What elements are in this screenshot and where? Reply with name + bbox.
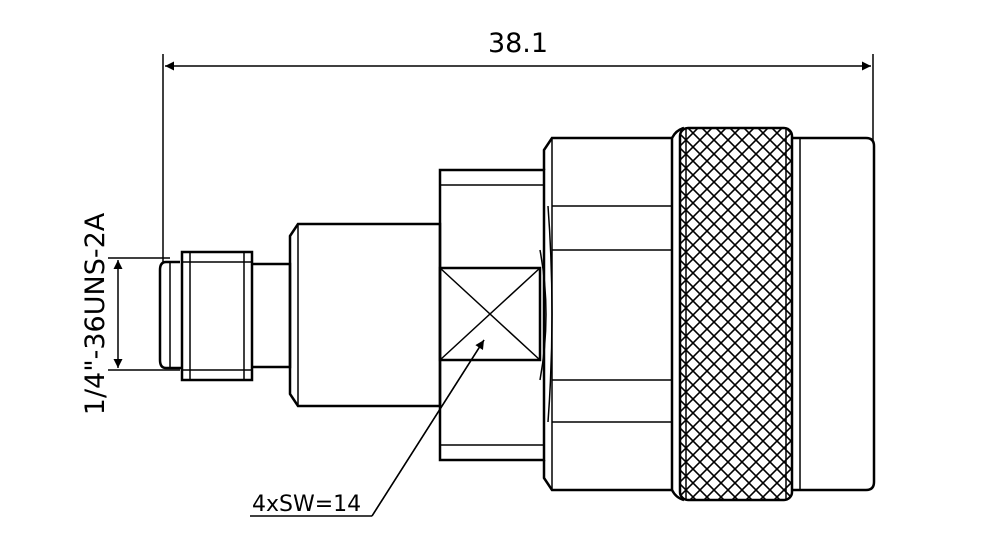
overall-length-dimension [162, 54, 874, 262]
coupling-nut [542, 136, 674, 492]
thread-nose [158, 250, 254, 382]
wrench-leader [250, 339, 485, 517]
rear-body [792, 136, 876, 492]
neck [252, 262, 292, 369]
knurled-ring [670, 126, 794, 502]
body-cylinder [288, 222, 442, 408]
thread-callout-label: 1/4"-36UNS-2A [80, 212, 111, 415]
wrench-callout-label: 4xSW=14 [252, 492, 361, 517]
overall-length-label: 38.1 [488, 28, 548, 59]
thread-dimension [108, 257, 180, 371]
hex-section [438, 168, 547, 462]
